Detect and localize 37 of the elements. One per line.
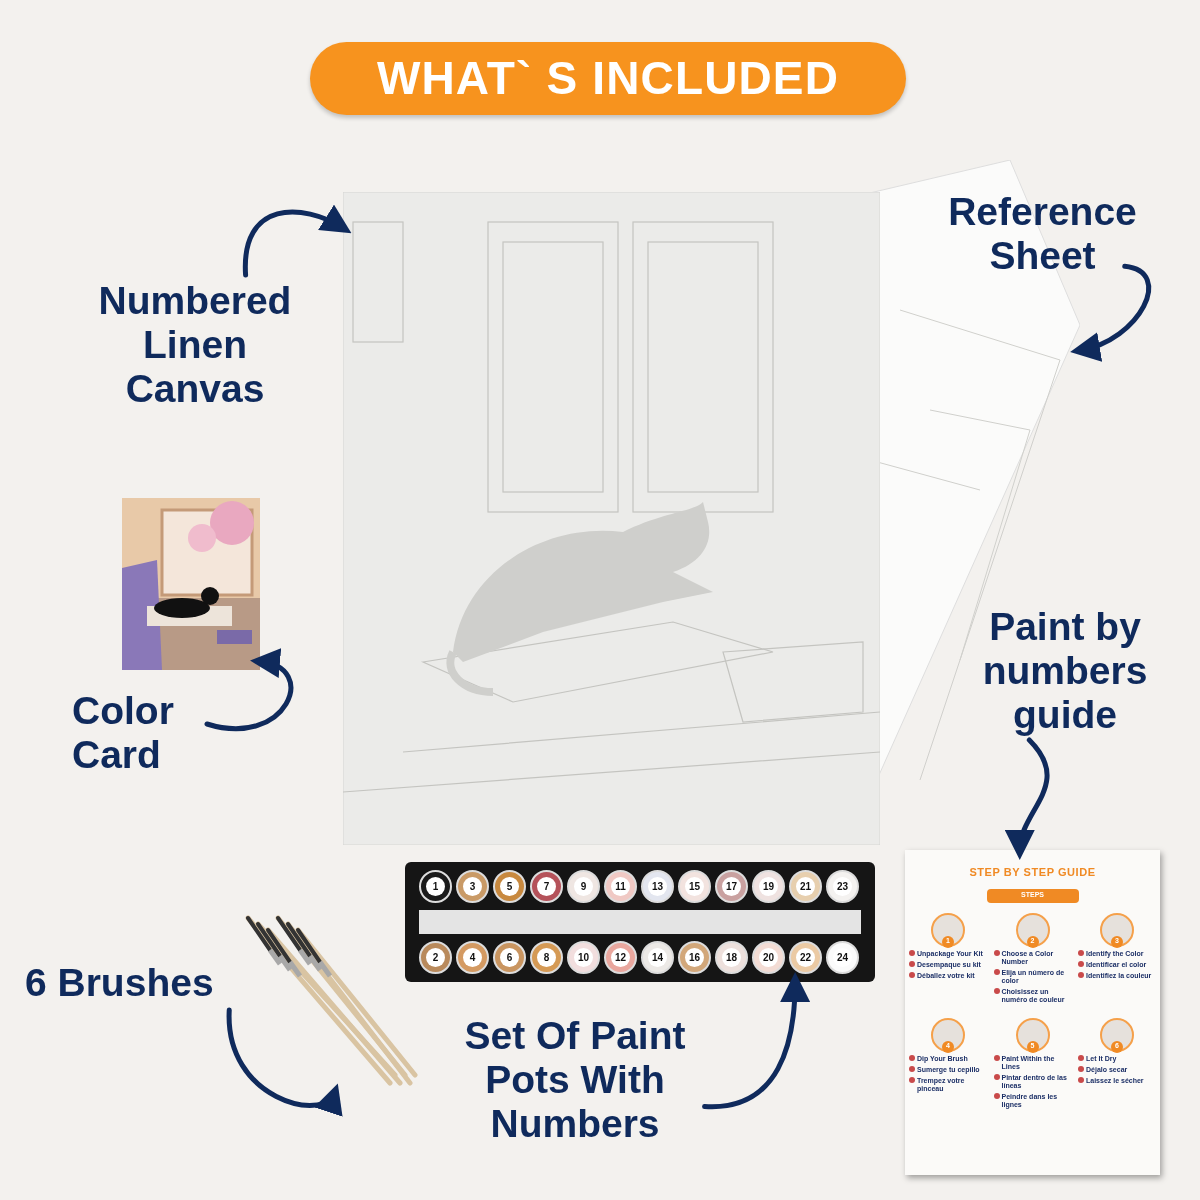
item-label: Set Of Paint Pots With Numbers <box>463 1013 687 1146</box>
pot-number: 9 <box>574 877 593 896</box>
pot-number: 23 <box>833 877 852 896</box>
curved-arrow <box>702 972 810 1109</box>
item-label: Color Card <box>72 689 175 777</box>
title: WHAT` S INCLUDED <box>376 51 840 106</box>
pot-number: 2 <box>426 948 445 967</box>
curved-arrow <box>243 205 352 278</box>
pot-number: 12 <box>611 948 630 967</box>
item-label: Numbered Linen Canvas <box>97 279 293 411</box>
pot-number: 13 <box>648 877 667 896</box>
item-label: 6 Brushes <box>25 960 215 1005</box>
pot-number: 3 <box>463 877 482 896</box>
pot-number: 24 <box>833 948 852 967</box>
pot-number: 8 <box>537 948 556 967</box>
pot-number: 4 <box>463 948 482 967</box>
pot-number: 17 <box>722 877 741 896</box>
pot-number: 22 <box>796 948 815 967</box>
guide-heading: STEP BY STEP GUIDE <box>969 865 1096 880</box>
pot-number: 10 <box>574 948 593 967</box>
pot-number: 20 <box>759 948 778 967</box>
curved-arrow <box>226 1007 341 1118</box>
pot-number: 14 <box>648 948 667 967</box>
pot-number: 21 <box>796 877 815 896</box>
item-label: Reference Sheet <box>947 190 1138 278</box>
pot-number: 11 <box>611 877 630 896</box>
pot-number: 6 <box>500 948 519 967</box>
curved-arrow <box>204 650 294 731</box>
pot-number: 7 <box>537 877 556 896</box>
curved-arrow <box>1007 737 1050 860</box>
pot-number: 15 <box>685 877 704 896</box>
pot-number: 19 <box>759 877 778 896</box>
pot-number: 1 <box>426 877 445 896</box>
pot-number: 16 <box>685 948 704 967</box>
pot-number: 18 <box>722 948 741 967</box>
pot-number: 5 <box>500 877 519 896</box>
item-label: Paint by numbers guide <box>981 605 1149 737</box>
